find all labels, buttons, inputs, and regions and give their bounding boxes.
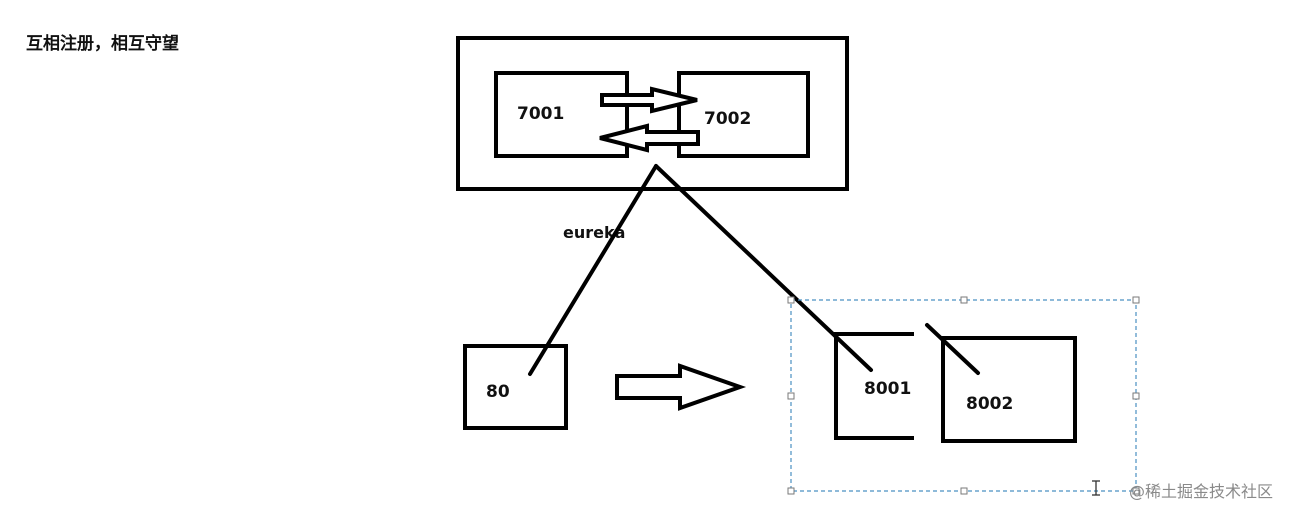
selection-handle-middle-right[interactable] [1132, 392, 1140, 400]
node-7002-box [677, 71, 810, 158]
connection-line-to-8002 [925, 323, 980, 375]
node-8001-box [834, 332, 914, 440]
node-7001-box [494, 71, 629, 158]
arrow-left-7002-to-7001 [599, 123, 700, 153]
arrow-right-7001-to-7002 [600, 86, 698, 114]
node-7001-label: 7001 [517, 104, 564, 124]
node-8002-box [941, 336, 1077, 443]
node-80-box [463, 344, 568, 430]
eureka-label: eureka [563, 223, 625, 242]
node-80-label: 80 [486, 382, 510, 402]
selection-handle-bottom-center[interactable] [960, 487, 968, 495]
eureka-cluster-box [456, 36, 849, 191]
selection-handle-middle-left[interactable] [787, 392, 795, 400]
selection-handle-top-center[interactable] [960, 296, 968, 304]
text-cursor-icon [1092, 480, 1100, 496]
node-8002-label: 8002 [966, 394, 1013, 414]
selection-handle-top-left[interactable] [787, 296, 795, 304]
arrow-80-to-providers [615, 363, 747, 411]
selection-box[interactable] [790, 299, 1137, 492]
selection-handle-top-right[interactable] [1132, 296, 1140, 304]
selection-handle-bottom-right[interactable] [1132, 487, 1140, 495]
node-7002-label: 7002 [704, 109, 751, 129]
watermark-text: @稀土掘金技术社区 [1129, 482, 1273, 501]
node-8001-label: 8001 [864, 379, 911, 399]
diagram-heading: 互相注册，相互守望 [26, 33, 179, 54]
connection-line-eureka-to-80 [528, 164, 658, 376]
selection-handle-bottom-left[interactable] [787, 487, 795, 495]
connection-line-eureka-to-8001 [654, 164, 873, 372]
